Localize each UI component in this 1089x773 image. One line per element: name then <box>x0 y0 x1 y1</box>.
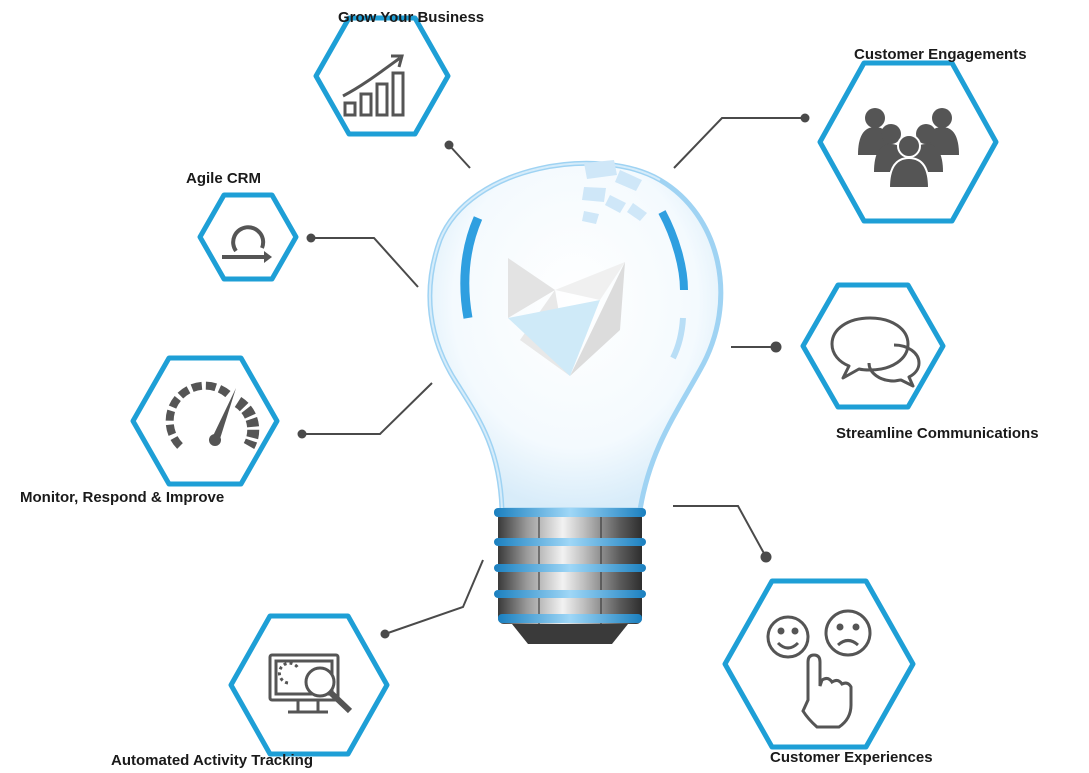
hexagon-communications <box>800 282 946 410</box>
label-grow-your-business: Grow Your Business <box>338 9 485 26</box>
chat-bubbles-icon <box>830 316 921 388</box>
connectors <box>302 117 805 635</box>
label-automated-activity-tracking: Automated Activity Tracking <box>111 752 313 769</box>
connector-agile <box>311 237 419 288</box>
hexagon-experiences <box>722 578 916 750</box>
bulb-logo <box>508 258 625 376</box>
smiley-feedback-icon <box>766 609 872 729</box>
hexagon-grow <box>313 15 451 137</box>
label-streamline-communications: Streamline Communications <box>836 425 1039 442</box>
hexagon-monitor <box>130 355 280 487</box>
speedometer-icon <box>165 381 260 449</box>
connector-experiences <box>673 505 767 558</box>
connector-grow <box>448 144 471 169</box>
agile-cycle-icon <box>222 225 272 263</box>
people-group-icon <box>858 108 959 189</box>
hexagon-engagements <box>817 60 999 224</box>
label-agile-crm: Agile CRM <box>186 170 261 187</box>
label-customer-engagements: Customer Engagements <box>854 46 1027 63</box>
monitor-search-icon <box>268 653 353 714</box>
bulb-base <box>494 508 646 644</box>
connector-dots <box>297 113 810 639</box>
hexagon-tracking <box>228 613 390 757</box>
hexagon-agile <box>197 192 299 282</box>
connector-monitor <box>302 382 433 435</box>
growth-chart-icon <box>342 54 405 117</box>
label-customer-experiences: Customer Experiences <box>770 749 933 766</box>
hexagons <box>130 15 999 757</box>
lightbulb-icon <box>427 160 724 644</box>
connector-tracking <box>384 559 484 635</box>
connector-engagements <box>673 117 805 169</box>
label-monitor-respond-improve: Monitor, Respond & Improve <box>20 489 225 506</box>
